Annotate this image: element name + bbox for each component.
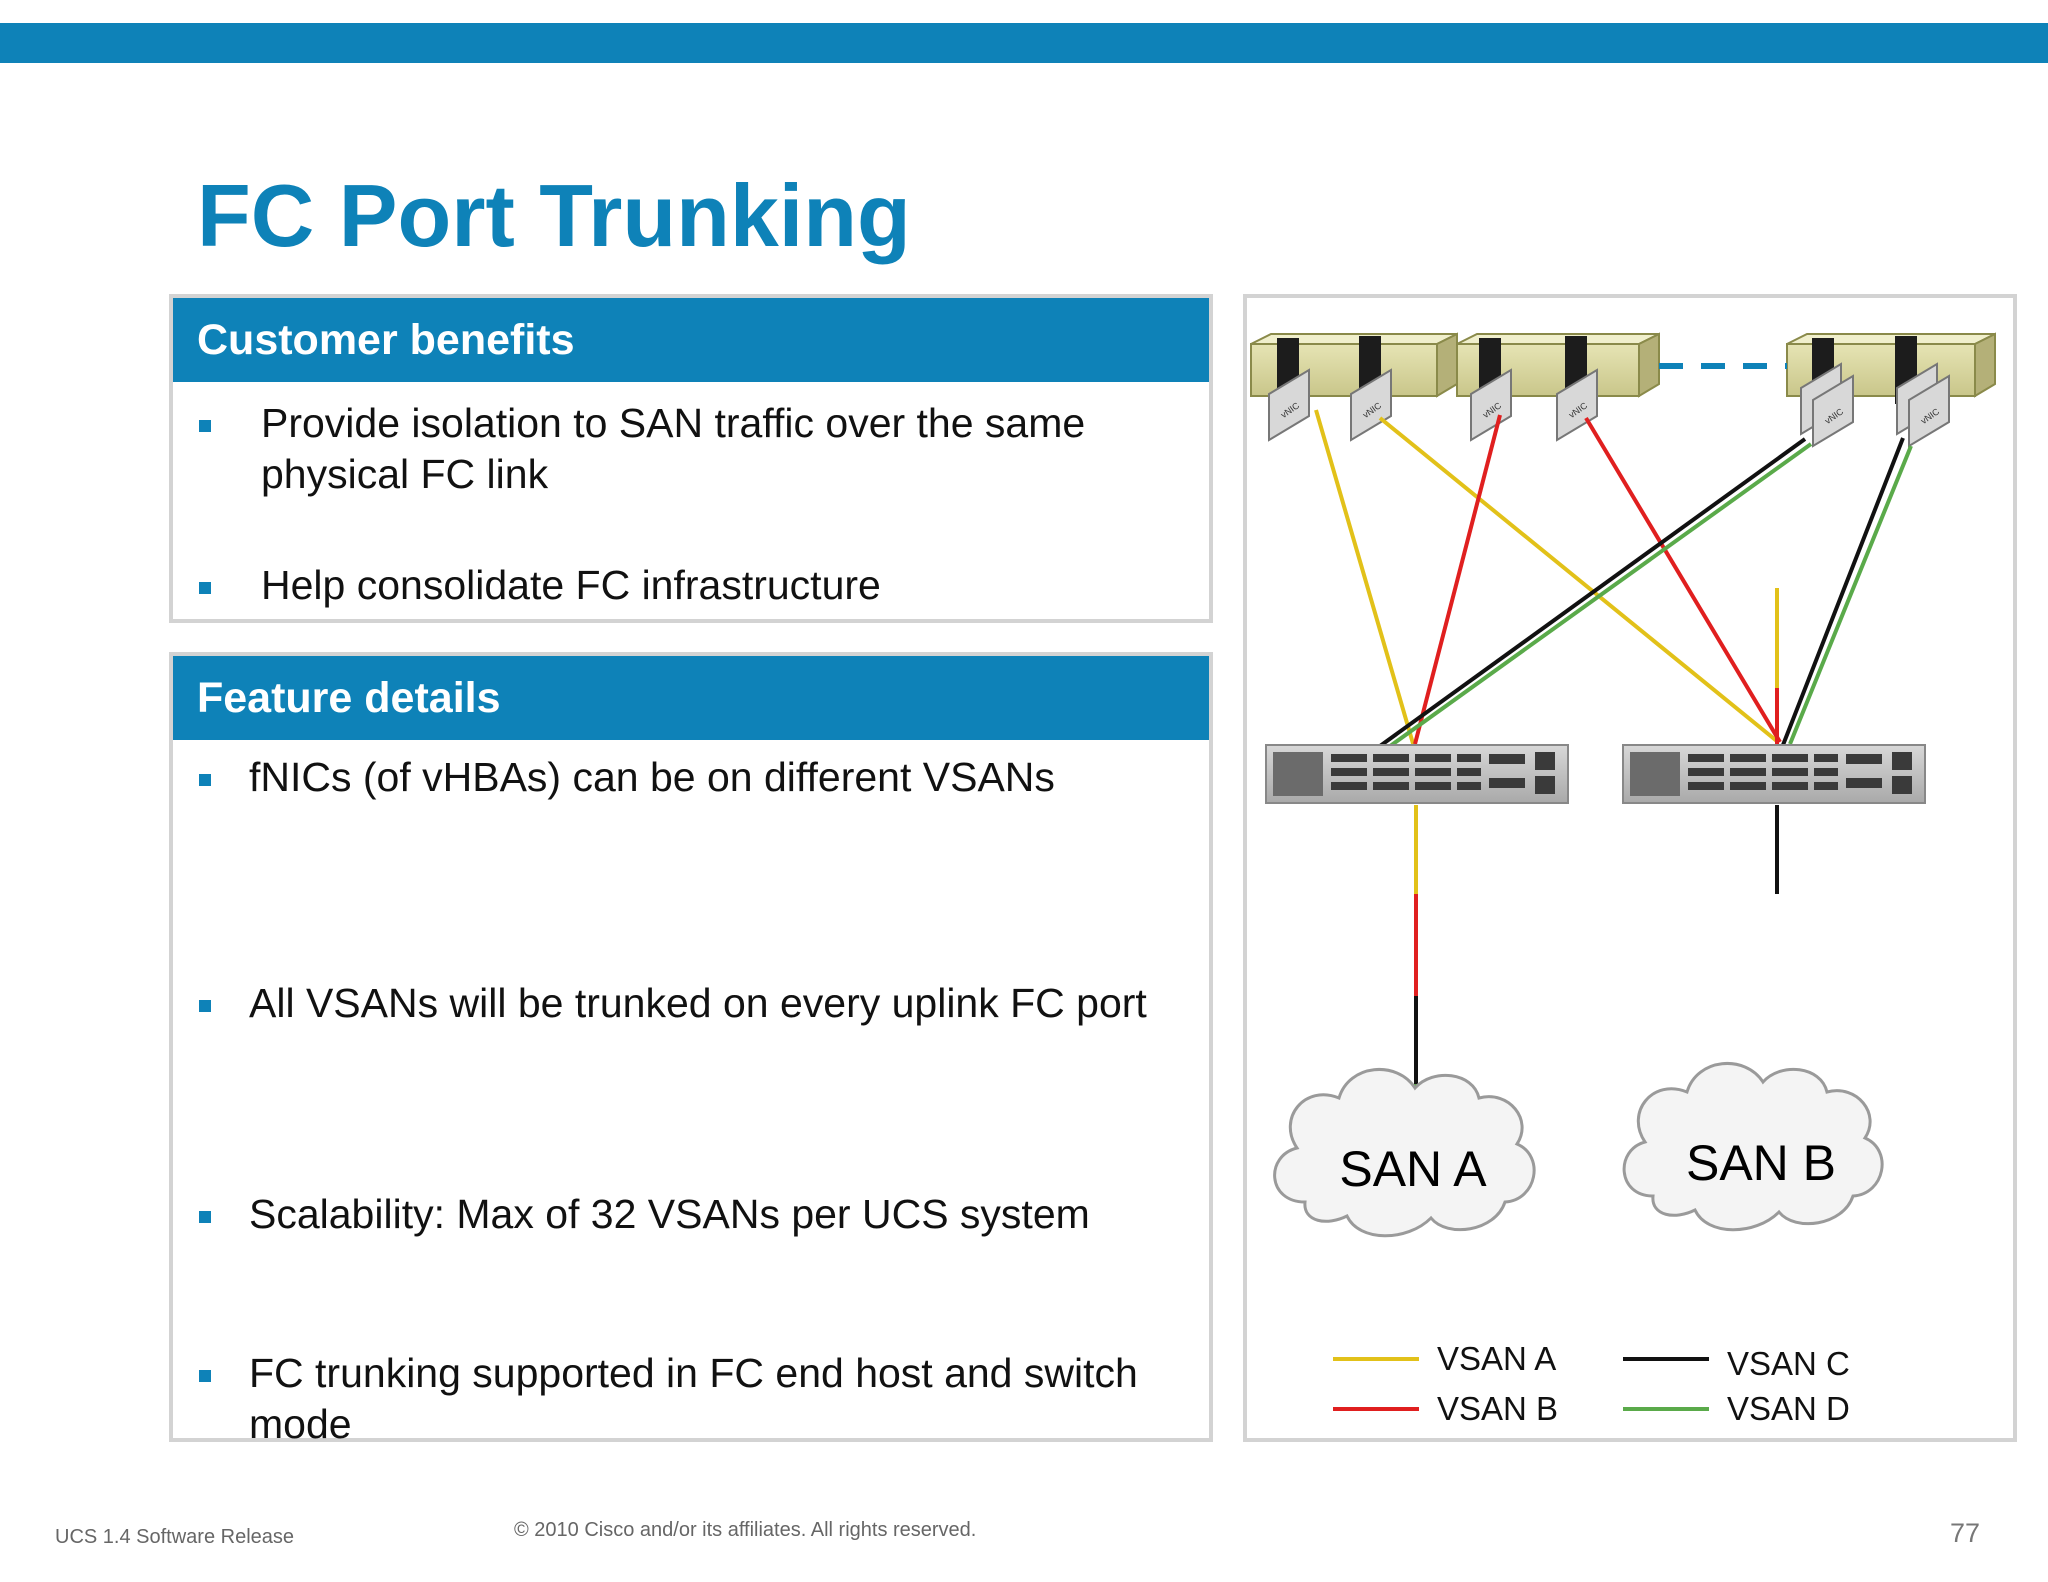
bullet-marker (199, 1370, 211, 1382)
svg-text:SAN B: SAN B (1686, 1135, 1836, 1191)
benefit-item: Provide isolation to SAN traffic over th… (261, 400, 1086, 497)
link-vsan-d (1788, 445, 1913, 745)
feature-item: All VSANs will be trunked on every uplin… (249, 980, 1147, 1026)
feature-details-panel: Feature details fNICs (of vHBAs) can be … (169, 652, 1213, 1447)
san-a-cloud: SAN A (1273, 1067, 1536, 1238)
vnic-card: vNIC (1908, 374, 1950, 448)
footer-release: UCS 1.4 Software Release (55, 1526, 295, 1548)
link-vsan-c (1781, 437, 1905, 746)
feature-details-header: Feature details (173, 656, 1209, 740)
legend-label: VSAN B (1437, 1390, 1558, 1427)
vnic-card: vNIC (1556, 368, 1598, 442)
san-b-cloud: SAN B (1622, 1061, 1884, 1232)
link-vsan-a (1314, 409, 1416, 748)
feature-item: Scalability: Max of 32 VSANs per UCS sys… (249, 1191, 1090, 1237)
bullet-marker (199, 582, 211, 594)
feature-item: fNICs (of vHBAs) can be on different VSA… (249, 754, 1055, 800)
customer-benefits-panel: Customer benefits Provide isolation to S… (169, 294, 1213, 623)
bullet-marker (199, 420, 211, 432)
vnic-card: vNIC (1350, 368, 1392, 442)
legend-label: VSAN D (1727, 1390, 1850, 1427)
legend-label: VSAN C (1727, 1345, 1850, 1382)
feature-item: FC trunking supported in FC end host and… (249, 1350, 1138, 1447)
customer-benefits-header: Customer benefits (173, 298, 1209, 382)
bullet-marker (199, 774, 211, 786)
bullet-marker (199, 1211, 211, 1223)
top-accent-bar (0, 23, 2048, 63)
benefit-item: Help consolidate FC infrastructure (261, 562, 881, 608)
slide-title: FC Port Trunking (197, 166, 911, 265)
footer-copyright: © 2010 Cisco and/or its affiliates. All … (514, 1519, 977, 1541)
page-number: 77 (1949, 1518, 1980, 1548)
vsan-links (1314, 409, 1913, 751)
link-vsan-d (1384, 442, 1813, 751)
trunking-diagram: vNIC vNIC vNIC vNIC vNIC vNIC vNIC vNIC (1243, 294, 2017, 1442)
link-vsan-c (1378, 437, 1807, 748)
vnic-card: vNIC (1268, 368, 1310, 442)
legend: VSAN A VSAN B VSAN C VSAN D (1333, 1340, 1850, 1427)
bullet-marker (199, 1000, 211, 1012)
fabric-interconnect-b (1622, 744, 1926, 804)
legend-label: VSAN A (1437, 1340, 1556, 1377)
link-vsan-b (1584, 416, 1782, 744)
vnic-card: vNIC (1470, 368, 1512, 442)
link-vsan-a (1378, 416, 1780, 744)
svg-text:SAN A: SAN A (1339, 1141, 1487, 1197)
link-vsan-b (1413, 414, 1502, 745)
diagram-canvas: vNIC vNIC vNIC vNIC vNIC vNIC vNIC vNIC (1250, 332, 1996, 1427)
vnic-card: vNIC (1812, 374, 1854, 448)
fabric-interconnect-a (1265, 744, 1569, 804)
